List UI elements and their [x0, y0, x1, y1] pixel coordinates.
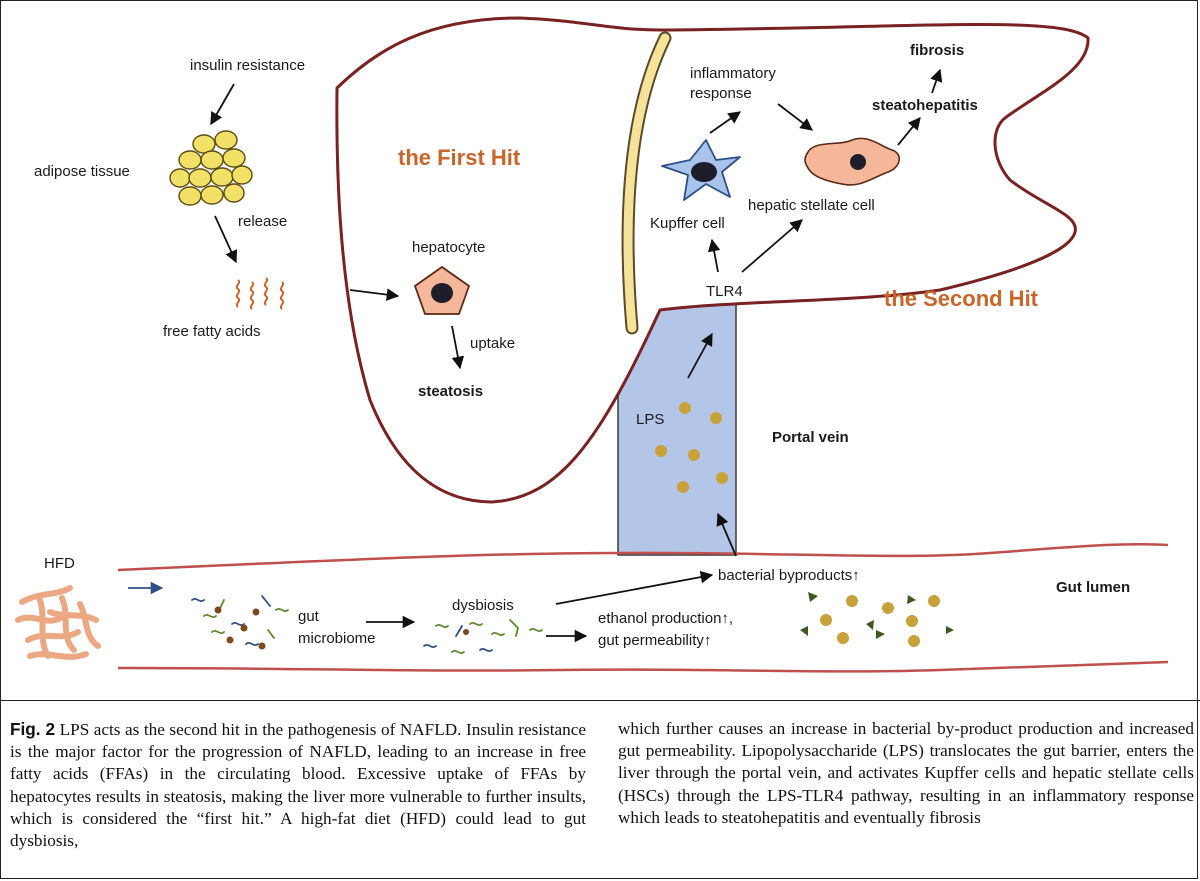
- arrow-steatohepatitis-to-fibrosis: [930, 68, 943, 94]
- caption-right-column: which further causes an increase in bact…: [618, 718, 1194, 868]
- response-label: response: [690, 85, 752, 102]
- hepatocyte-label: hepatocyte: [412, 239, 485, 256]
- arrow-lps-to-tlr4: [687, 332, 713, 379]
- gut-wall-top: [117, 542, 1169, 572]
- inflammatory-label: inflammatory: [690, 65, 776, 82]
- bacterial-byproduct-triangles: [800, 592, 954, 639]
- free-fatty-acids-label: free fatty acids: [163, 323, 261, 340]
- caption-left-column: Fig. 2 LPS acts as the second hit in the…: [10, 718, 586, 868]
- dysbiosis-dots: [463, 629, 469, 635]
- arrow-hsc-to-steatohepatitis: [897, 117, 921, 146]
- microbiome-label: microbiome: [298, 630, 376, 647]
- gut-microbiome-microbes: [191, 595, 289, 647]
- portal-vein-label: Portal vein: [772, 429, 849, 446]
- free-fatty-acids-squiggles: [235, 277, 285, 310]
- tlr4-label: TLR4: [706, 283, 743, 300]
- nafld-diagram: insulin resistance adipose tissue releas…: [15, 16, 1169, 673]
- bacterial-byproducts-label: bacterial byproducts↑: [718, 567, 860, 584]
- adipose-tissue-label: adipose tissue: [34, 163, 130, 180]
- caption-divider: [0, 700, 1200, 701]
- kupffer-cell-shape: [661, 139, 741, 201]
- arrow-kupffer-to-inflammation: [709, 111, 742, 134]
- arrow-inflammation-to-hsc: [777, 103, 814, 131]
- gut-microbiome-dots: [214, 606, 266, 650]
- kupffer-cell-label: Kupffer cell: [650, 215, 725, 232]
- figure-label: Fig. 2: [10, 719, 56, 739]
- insulin-resistance-label: insulin resistance: [190, 57, 305, 74]
- gut-label: gut: [298, 608, 320, 625]
- gut-lumen-label: Gut lumen: [1056, 579, 1130, 596]
- dysbiosis-label: dysbiosis: [452, 597, 514, 614]
- hfd-fat-strands: [15, 585, 101, 660]
- arrow-tlr4-to-hsc: [741, 219, 803, 273]
- arrow-insulin-to-adipose: [210, 83, 235, 126]
- arrow-tlr4-to-kupffer: [707, 238, 721, 273]
- adipose-tissue-cluster: [169, 130, 253, 206]
- lps-particles: [655, 402, 728, 493]
- arrow-dysbiosis-to-byproducts: [555, 570, 714, 605]
- second-hit-label: the Second Hit: [884, 286, 1039, 311]
- steatohepatitis-label: steatohepatitis: [872, 97, 978, 114]
- liver-outline: [335, 16, 1090, 504]
- uptake-label: uptake: [470, 335, 515, 352]
- hfd-label: HFD: [44, 555, 75, 572]
- caption-left-text: LPS acts as the second hit in the pathog…: [10, 720, 586, 851]
- lps-label: LPS: [636, 411, 664, 428]
- arrow-hepatocyte-to-steatosis: [451, 325, 465, 370]
- hepatic-stellate-cell-label: hepatic stellate cell: [748, 197, 875, 214]
- caption-right-text: which further causes an increase in bact…: [618, 719, 1194, 827]
- arrow-adipose-to-ffa: [214, 215, 238, 264]
- gut-permeability-label: gut permeability↑: [598, 632, 711, 649]
- hepatic-stellate-cell-shape: [804, 137, 900, 186]
- release-label: release: [238, 213, 287, 230]
- fibrosis-label: fibrosis: [910, 42, 964, 59]
- gut-wall-bottom: [117, 660, 1169, 673]
- first-hit-label: the First Hit: [398, 145, 521, 170]
- ethanol-production-label: ethanol production↑,: [598, 610, 733, 627]
- arrow-byproducts-to-vein: [716, 512, 737, 557]
- hepatocyte-cell: [413, 265, 471, 315]
- dysbiosis-microbes: [423, 619, 543, 655]
- bacterial-byproduct-dots: [820, 595, 940, 647]
- arrow-ffa-to-hepatocyte: [349, 288, 400, 301]
- steatosis-label: steatosis: [418, 383, 483, 400]
